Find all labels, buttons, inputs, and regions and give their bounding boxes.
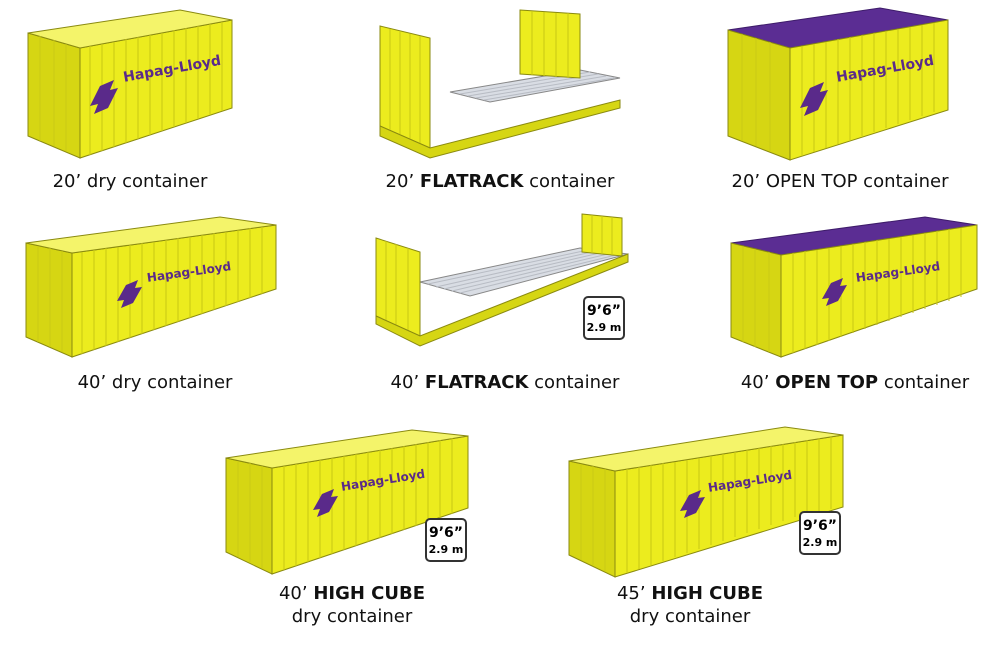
container-20-flatrack-caption: 20’ FLATRACK container [385,171,615,192]
container-20-flatrack-illustration [379,9,621,159]
height-badge-feet: 9’6” [428,525,463,541]
container-20-dry: Hapag-Lloyd 20’ dry container [20,8,240,208]
container-20-opentop: Hapag-Lloyd 20’ OPEN TOP container [720,7,960,208]
container-20-flatrack: 20’ FLATRACK container [370,8,630,208]
height-badge-meters: 2.9 m [802,536,838,549]
container-40-opentop-illustration [730,216,978,358]
container-40-highcube-height-badge: 9’6” 2.9 m [425,518,467,562]
container-40-dry-illustration [25,216,277,358]
container-40-highcube: Hapag-Lloyd 9’6” 2.9 m 40’ HIGH CUBE dry… [222,428,482,638]
container-40-highcube-caption: 40’ HIGH CUBE dry container [278,583,426,627]
height-badge-meters: 2.9 m [586,321,622,334]
container-45-highcube-caption: 45’ HIGH CUBE dry container [616,583,764,627]
container-20-dry-illustration [27,9,233,159]
container-40-dry-caption: 40’ dry container [77,372,233,393]
container-40-opentop-caption: 40’ OPEN TOP container [740,372,970,393]
height-badge-feet: 9’6” [586,303,621,319]
container-40-dry: Hapag-Lloyd 40’ dry container [20,215,290,405]
container-40-opentop: Hapag-Lloyd 40’ OPEN TOP container [725,215,985,405]
height-badge-meters: 2.9 m [428,543,464,556]
height-badge-feet: 9’6” [802,518,837,534]
container-45-highcube-height-badge: 9’6” 2.9 m [799,511,841,555]
container-40-highcube-illustration [225,429,469,575]
container-45-highcube: Hapag-Lloyd 9’6” 2.9 m 45’ HIGH CUBE dry… [565,425,855,640]
container-20-opentop-illustration [727,7,949,161]
container-40-flatrack-caption: 40’ FLATRACK container [390,372,620,393]
container-45-highcube-illustration [568,426,844,578]
container-40-flatrack-height-badge: 9’6” 2.9 m [583,296,625,340]
container-40-flatrack: 9’6” 2.9 m 40’ FLATRACK container [370,210,640,405]
container-20-opentop-caption: 20’ OPEN TOP container [731,171,949,192]
container-20-dry-caption: 20’ dry container [52,171,208,192]
container-40-flatrack-illustration [375,213,629,347]
